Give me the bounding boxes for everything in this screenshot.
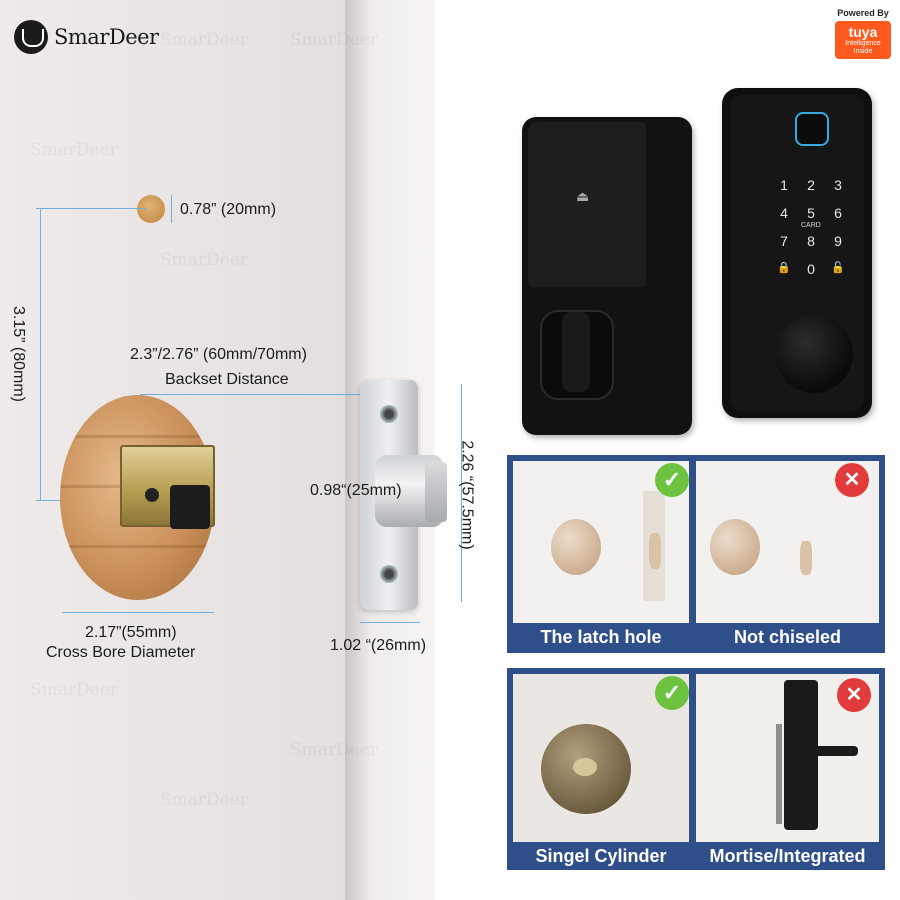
watermark: SmarDeer (290, 740, 378, 760)
watermark: SmarDeer (160, 30, 248, 50)
keypad-key: 3 (834, 177, 842, 193)
keypad-key: 4 (780, 205, 788, 221)
plate-width-label: 1.02 “(26mm) (330, 637, 427, 654)
backset-caption: Backset Distance (165, 371, 289, 388)
keypad-key: 6 (834, 205, 842, 221)
brand-logo: SmarDeer (14, 20, 159, 54)
tuya-subtitle: Intelligence Inside (845, 40, 881, 55)
thumb-turn-knob (562, 312, 590, 392)
height-dimension-line (40, 208, 41, 500)
check-icon: ✓ (655, 463, 689, 497)
brand-name: SmarDeer (54, 25, 159, 49)
latch-screw (145, 488, 159, 502)
cross-icon: ✕ (837, 678, 871, 712)
screw-icon (380, 405, 398, 423)
height-label: 3.15” (80mm) (10, 305, 28, 403)
fingerprint-icon (795, 112, 829, 146)
keypad-key: 1 (780, 177, 788, 193)
tuya-name: tuya (848, 24, 878, 40)
keypad-key: 8 (807, 233, 815, 249)
watermark: SmarDeer (30, 140, 118, 160)
latch-bolt (170, 485, 210, 529)
keypad-key: 2 (807, 177, 815, 193)
watermark: SmarDeer (160, 790, 248, 810)
lock-icon: 🔒 (777, 262, 791, 274)
keypad-key: 9 (834, 233, 842, 249)
cross-bore-caption: Cross Bore Diameter (46, 644, 196, 661)
deer-icon (14, 20, 48, 54)
exterior-knob (775, 315, 853, 393)
cross-bore-dimension-line (62, 612, 214, 613)
tuya-badge: Powered By tuya Intelligence Inside (835, 8, 891, 72)
plate-width-dimension-line (360, 622, 420, 623)
latch-bolt-end (425, 462, 447, 522)
screw-icon (380, 565, 398, 583)
dimension-line (36, 208, 146, 209)
keypad-key: 0 (807, 261, 815, 277)
tuya-powered-by: Powered By (837, 8, 889, 18)
backset-dimension-line (140, 394, 380, 395)
plate-height-label: 2.26 “(57.5mm) (458, 440, 476, 550)
unlock-icon: 🔓 (831, 262, 845, 274)
bolt-diameter-label: 0.98“(25mm) (310, 482, 402, 499)
cross-bore-label: 2.17”(55mm) (85, 624, 177, 641)
card-label: CARD (801, 222, 821, 229)
plate-height-dimension-line (461, 384, 462, 602)
keypad-key: 5 (807, 205, 815, 221)
backset-label: 2.3”/2.76” (60mm/70mm) (130, 346, 307, 363)
battery-cover (528, 122, 646, 287)
watermark: SmarDeer (160, 250, 248, 270)
dimension-line (171, 195, 172, 223)
single-cylinder-caption: Singel Cylinder (535, 846, 667, 866)
keypad-key: 7 (780, 233, 788, 249)
not-chiseled-caption: Not chiseled (733, 627, 842, 647)
tuya-logo: tuya Intelligence Inside (835, 21, 891, 59)
cross-icon: ✕ (835, 463, 869, 497)
eject-arrow-icon: ⏏ (576, 188, 590, 204)
small-hole-illustration (137, 195, 165, 223)
check-icon: ✓ (655, 676, 689, 710)
small-hole-label: 0.78” (20mm) (180, 201, 277, 218)
latch-comparison-panel: ✓ ✕ The latch hole Not chiseled (507, 455, 885, 653)
watermark: SmarDeer (30, 680, 118, 700)
lock-type-comparison-panel: ✓ ✕ Singel Cylinder Mortise/Integrated (507, 668, 885, 870)
single-cylinder-image (513, 674, 689, 842)
mortise-caption: Mortise/Integrated (709, 846, 866, 866)
watermark: SmarDeer (290, 30, 378, 50)
latch-hole-caption: The latch hole (540, 627, 662, 647)
